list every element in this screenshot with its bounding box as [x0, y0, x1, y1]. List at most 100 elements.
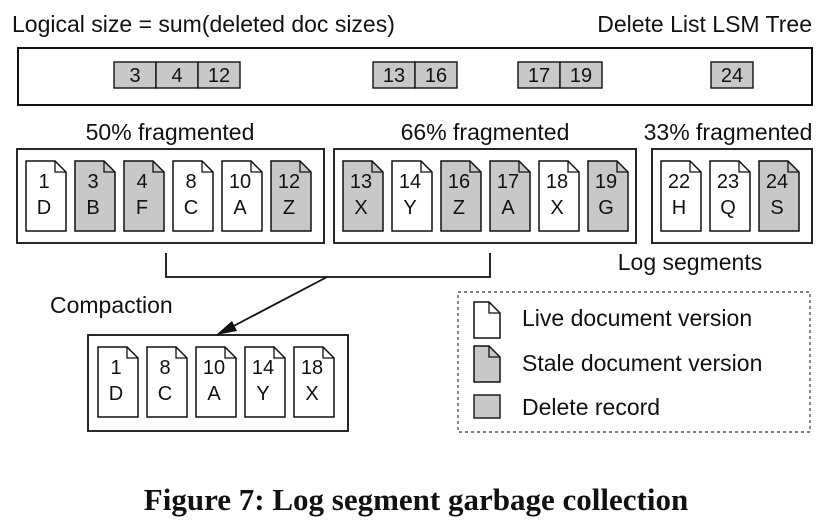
doc-letter: A [233, 197, 247, 219]
doc-number: 14 [399, 171, 421, 193]
segment-docs: 1D3B4F8C10A12Z13X14Y16Z17A18X19G22H23Q24… [25, 160, 800, 232]
document-icon [391, 160, 433, 232]
compacted-document: 1D [97, 346, 139, 418]
document-icon [342, 160, 384, 232]
doc-letter: X [305, 383, 318, 405]
legend-delete-label: Delete record [522, 394, 660, 420]
stale-document: 13X [342, 160, 384, 232]
doc-number: 24 [766, 171, 788, 193]
doc-number: 1 [38, 171, 49, 193]
page-fold [420, 161, 432, 173]
page-fold [469, 161, 481, 173]
page-fold [738, 161, 750, 173]
doc-letter: S [770, 197, 783, 219]
delete-record-cell [197, 61, 241, 89]
document-icon [587, 160, 629, 232]
compacted-document: 8C [146, 346, 188, 418]
doc-number: 16 [448, 171, 470, 193]
delete-record-id: 17 [528, 65, 550, 87]
doc-letter: H [672, 197, 686, 219]
delete-record: 24 [710, 61, 754, 89]
log-segment-2 [333, 148, 637, 244]
log-segment-1 [16, 148, 325, 244]
page-fold [273, 347, 285, 359]
doc-letter: X [550, 197, 563, 219]
compaction-label: Compaction [50, 292, 173, 318]
delete-record: 3 [113, 61, 157, 89]
doc-letter: D [37, 197, 51, 219]
stale-document: 3B [74, 160, 116, 232]
doc-letter: B [86, 197, 99, 219]
log-segment-3 [651, 148, 813, 244]
page-fold [371, 161, 383, 173]
page-fold [616, 161, 628, 173]
stale-document: 24S [758, 160, 800, 232]
compaction-arrow-head [216, 321, 237, 335]
doc-letter: Q [720, 197, 736, 219]
delete-record: 13 [372, 61, 416, 89]
doc-number: 18 [301, 357, 323, 379]
delete-record-id: 13 [383, 65, 405, 87]
document-icon [660, 160, 702, 232]
delete-record-id: 24 [721, 65, 743, 87]
legend-live-label: Live document version [522, 305, 752, 331]
compaction-bracket [165, 253, 491, 278]
live-document: 1D [25, 160, 67, 232]
document-icon [758, 160, 800, 232]
delete-record-group: 13 16 [372, 61, 458, 89]
delete-list-title: Delete List LSM Tree [597, 11, 812, 37]
log-segments-label: Log segments [618, 249, 762, 275]
doc-letter: Y [403, 197, 416, 219]
delete-record: 17 [517, 61, 561, 89]
document-icon [146, 346, 188, 418]
delete-record-id: 4 [171, 65, 182, 87]
document-icon [270, 160, 312, 232]
stale-document: 4F [123, 160, 165, 232]
page-fold [175, 347, 187, 359]
document-icon [25, 160, 67, 232]
delete-record-cell [414, 61, 458, 89]
document-icon [74, 160, 116, 232]
document-icon [489, 160, 531, 232]
doc-number: 12 [278, 171, 300, 193]
delete-list-box [17, 47, 813, 106]
doc-number: 13 [350, 171, 372, 193]
delete-record: 16 [414, 61, 458, 89]
page-fold [250, 161, 262, 173]
figure-caption: Figure 7: Log segment garbage collection [144, 482, 688, 517]
doc-number: 22 [668, 171, 690, 193]
doc-letter: X [354, 197, 367, 219]
live-document: 22H [660, 160, 702, 232]
delete-record: 4 [155, 61, 199, 89]
doc-letter: A [501, 197, 515, 219]
doc-number: 14 [252, 357, 274, 379]
document-icon [172, 160, 214, 232]
compaction-arrow-line [225, 276, 328, 331]
legend-box [457, 291, 811, 433]
segment-1-label: 50% fragmented [86, 119, 255, 145]
document-icon [538, 160, 580, 232]
doc-letter: C [184, 197, 198, 219]
page-fold [224, 347, 236, 359]
doc-letter: C [158, 383, 172, 405]
live-document-icon [473, 301, 501, 339]
doc-letter: D [109, 383, 123, 405]
stale-document: 12Z [270, 160, 312, 232]
delete-record-id: 3 [129, 65, 140, 87]
compacted-document: 14Y [244, 346, 286, 418]
logical-size-label: Logical size = sum(deleted doc sizes) [12, 11, 395, 37]
page-fold [322, 347, 334, 359]
delete-record-cell [113, 61, 157, 89]
segment-2-label: 66% fragmented [401, 119, 570, 145]
doc-number: 1 [110, 357, 121, 379]
compacted-document: 18X [293, 346, 335, 418]
document-icon [244, 346, 286, 418]
page-fold [689, 161, 701, 173]
page-fold [518, 161, 530, 173]
doc-letter: A [207, 383, 221, 405]
live-document: 18X [538, 160, 580, 232]
